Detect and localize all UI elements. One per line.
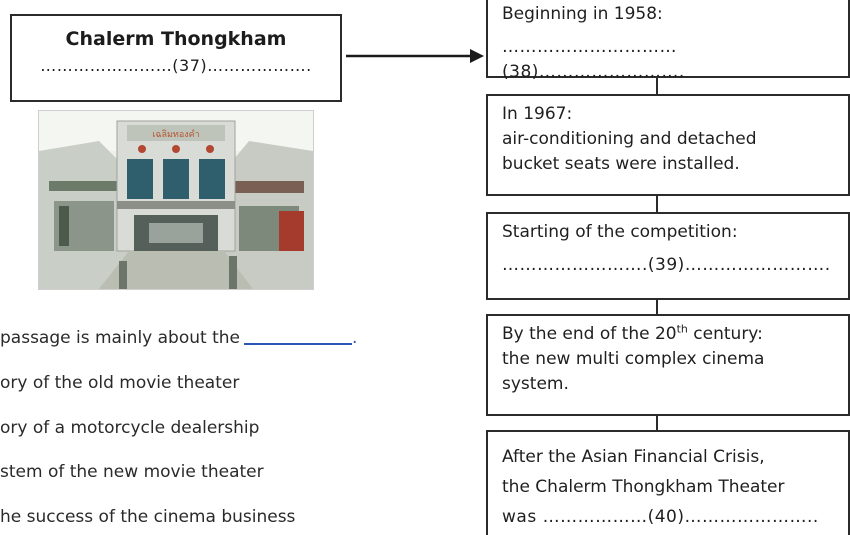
flow-box-1967: In 1967: air-conditioning and detached b… bbox=[486, 94, 850, 196]
flow-box-competition-heading: Starting of the competition: bbox=[502, 222, 738, 242]
theater-sign: เฉลิมทองคำ bbox=[152, 129, 199, 140]
flow-box-1967-line-1: air-conditioning and detached bbox=[502, 129, 757, 149]
blank-37: ……………………(37)………………. bbox=[40, 56, 312, 75]
heading-post: century: bbox=[687, 324, 763, 344]
title-box: Chalerm Thongkham ……………………(37)………………. bbox=[10, 14, 342, 102]
option-c[interactable]: stem of the new movie theater bbox=[0, 462, 264, 482]
blank-38: …………………………(38)……………………. bbox=[502, 37, 685, 82]
option-d[interactable]: he success of the cinema business bbox=[0, 507, 296, 527]
option-a[interactable]: ory of the old movie theater bbox=[0, 373, 240, 393]
flow-box-financial-crisis-heading: After the Asian Financial Crisis, bbox=[502, 447, 765, 467]
flow-box-20th-century-line-2: system. bbox=[502, 374, 569, 394]
heading-sup: th bbox=[676, 322, 688, 336]
flow-box-20th-century-line-1: the new multi complex cinema bbox=[502, 349, 765, 369]
answer-blank[interactable] bbox=[244, 343, 352, 345]
arrow-right-icon bbox=[346, 49, 484, 63]
heading-pre: By the end of the 20 bbox=[502, 324, 677, 344]
question-end-dot: . bbox=[352, 328, 358, 348]
flow-box-1958-heading: Beginning in 1958: bbox=[502, 4, 663, 24]
connector-line bbox=[656, 416, 658, 430]
question-stem: passage is mainly about the. bbox=[0, 328, 357, 348]
option-b[interactable]: ory of a motorcycle dealership bbox=[0, 418, 260, 438]
flow-box-competition: Starting of the competition: …………………….(3… bbox=[486, 212, 850, 300]
theater-photo: เฉลิมทองคำ bbox=[38, 110, 314, 290]
title-name: Chalerm Thongkham bbox=[65, 28, 287, 50]
connector-line bbox=[656, 300, 658, 314]
flow-box-financial-crisis-line-1: the Chalerm Thongkham Theater bbox=[502, 477, 785, 497]
flow-box-1967-heading: In 1967: bbox=[502, 104, 573, 124]
flow-box-20th-century-heading: By the end of the 20th century: bbox=[502, 322, 834, 347]
flow-box-financial-crisis: After the Asian Financial Crisis, the Ch… bbox=[486, 430, 850, 535]
flow-box-20th-century: By the end of the 20th century: the new … bbox=[486, 314, 850, 416]
flow-box-1967-line-2: bucket seats were installed. bbox=[502, 154, 740, 174]
question-stem-text: passage is mainly about the bbox=[0, 328, 240, 348]
blank-40: was ………………(40)………………….. bbox=[502, 507, 819, 527]
connector-line bbox=[656, 78, 658, 94]
connector-line bbox=[656, 196, 658, 212]
flow-box-1958: Beginning in 1958: …………………………(38)…………………… bbox=[486, 0, 850, 82]
blank-39: …………………….(39)……………………. bbox=[502, 255, 831, 275]
